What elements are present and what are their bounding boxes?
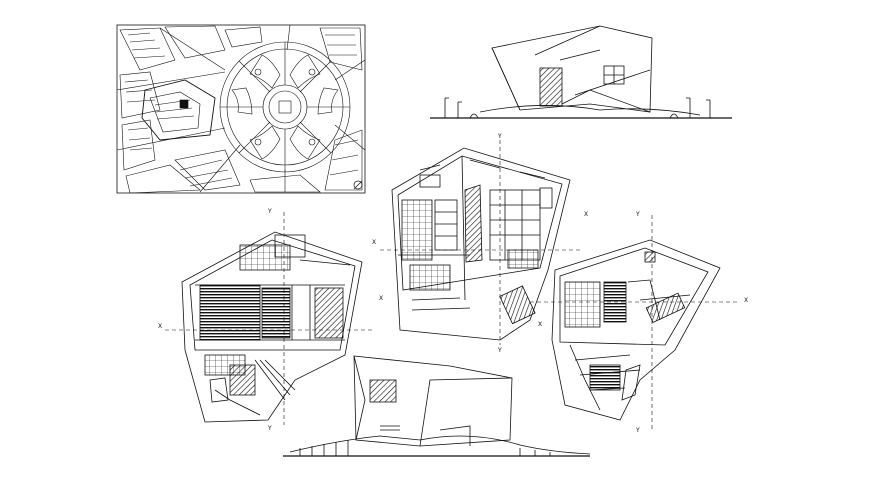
axis-label-y-right: Y: [635, 211, 640, 218]
north-arrow-icon: [353, 180, 363, 190]
axis-label-x-right-west: X: [538, 321, 542, 328]
axis-label-y-left-bottom: Y: [267, 425, 272, 432]
axis-label-x-left-west: X: [158, 323, 162, 330]
floor-plan-right: [530, 215, 740, 430]
floor-plan-left: [165, 212, 375, 425]
axis-label-x-right: X: [744, 297, 748, 304]
site-plan: [116, 24, 366, 194]
floor-plan-center: [380, 140, 580, 345]
axis-label-x-center-left: X: [372, 239, 376, 246]
elevation-top: [430, 25, 732, 119]
axis-label-y-center: Y: [497, 133, 502, 140]
elevation-bottom: [283, 355, 591, 457]
axis-label-y-left: Y: [267, 208, 272, 215]
axis-label-x-left: X: [379, 295, 383, 302]
axis-label-y-right-bottom: Y: [635, 427, 640, 434]
axis-label-y-center-bottom: Y: [497, 347, 502, 354]
axis-label-x-center: X: [584, 211, 588, 218]
